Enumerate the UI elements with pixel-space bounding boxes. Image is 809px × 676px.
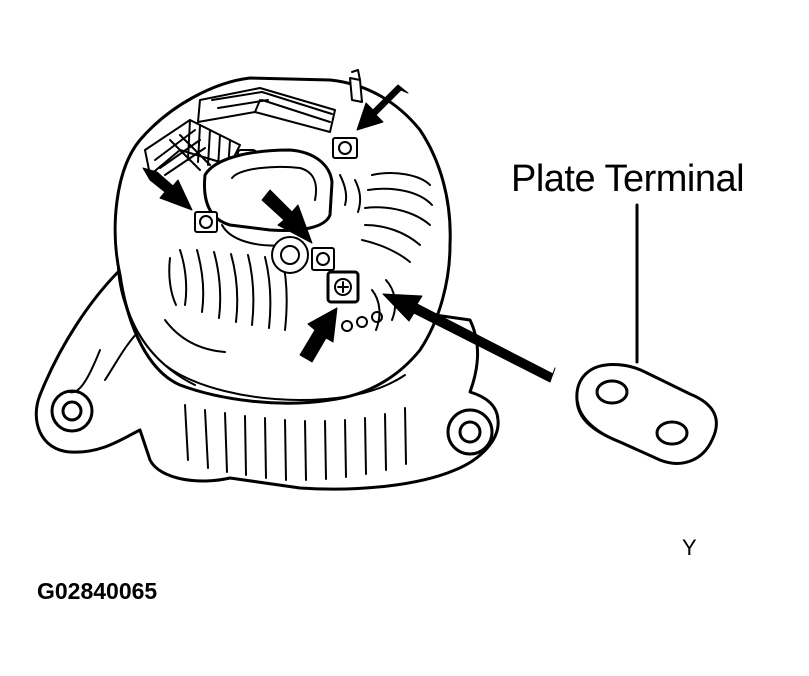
terminal-holes [341,311,383,332]
arrow-center [261,189,313,244]
plate-terminal-label: Plate Terminal [511,158,745,200]
plate-terminal-part [575,363,718,465]
callout-arrows [142,84,556,383]
figure-code-label: G02840065 [37,578,158,604]
bearing-hub [271,236,309,274]
terminal-bolts [194,137,360,304]
arrow-lower [299,307,338,363]
arrow-top-right [356,84,409,131]
arrow-left [142,167,193,211]
top-mounting-ear [349,77,363,103]
arrow-long [382,293,556,383]
view-letter-label: Y [682,535,697,560]
